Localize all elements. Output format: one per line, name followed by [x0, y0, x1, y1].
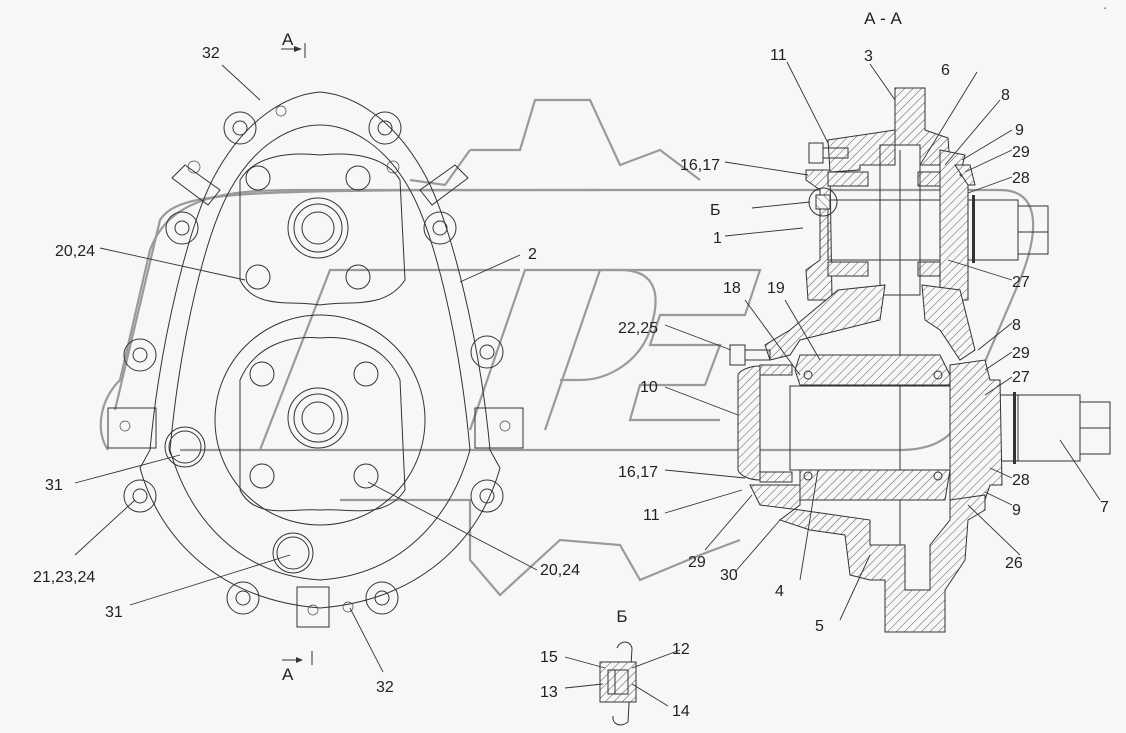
callout-4: 4: [775, 583, 784, 600]
callout-9: 9: [1012, 502, 1021, 519]
callout-11: 11: [770, 47, 787, 64]
callout-18: 18: [723, 280, 741, 297]
section-marker-top: А: [281, 30, 306, 58]
callout-16-17: 16,17: [618, 464, 658, 481]
detail-view: [599, 641, 637, 726]
callout-28: 28: [1012, 170, 1030, 187]
watermark: [99, 98, 1035, 597]
callout-30: 30: [720, 567, 738, 584]
callout-16-17: 16,17: [680, 157, 720, 174]
callout-14: 14: [672, 703, 690, 720]
section-marker-bottom: А: [282, 651, 313, 684]
callout-31: 31: [45, 477, 63, 494]
callout-20-24: 20,24: [55, 243, 95, 260]
callout-32: 32: [202, 45, 220, 62]
svg-text:А: А: [282, 665, 294, 684]
callout-20-24: 20,24: [540, 562, 580, 579]
callout-27: 27: [1012, 274, 1030, 291]
callout-29: 29: [688, 554, 706, 571]
callout-29: 29: [1012, 345, 1030, 362]
section-view: [729, 87, 1111, 633]
callout-32: 32: [376, 679, 394, 696]
callout-19: 19: [767, 280, 785, 297]
callout-29: 29: [1012, 144, 1030, 161]
plug-left: [164, 426, 206, 468]
callout-1: 1: [713, 230, 722, 247]
callout-8: 8: [1001, 87, 1010, 104]
front-view-labels: 32 20,24 2 31 21,23,24 31 20,24 32: [33, 45, 580, 696]
detail-title: Б: [616, 607, 627, 626]
callout-27: 27: [1012, 369, 1030, 386]
callout-8: 8: [1012, 317, 1021, 334]
callout-21-23-24: 21,23,24: [33, 569, 95, 586]
callout-6: 6: [941, 62, 950, 79]
callout-13: 13: [540, 684, 558, 701]
callout-10: 10: [640, 379, 658, 396]
callout-5: 5: [815, 618, 824, 635]
callout-3: 3: [864, 48, 873, 65]
plug-bottom: [272, 532, 314, 574]
callout-15: 15: [540, 649, 558, 666]
callout-b: Б: [710, 202, 721, 219]
detail-labels: 15 12 13 14: [540, 641, 690, 720]
callout-31: 31: [105, 604, 123, 621]
svg-text:А: А: [282, 30, 294, 49]
callout-12: 12: [672, 641, 690, 658]
callout-26: 26: [1005, 555, 1023, 572]
section-title: А - А: [864, 9, 902, 28]
lower-shaft-seal: [287, 387, 349, 449]
flange-bolts: [123, 111, 504, 615]
callout-7: 7: [1100, 499, 1109, 516]
cover-bolts: [245, 165, 379, 489]
callout-22-25: 22,25: [618, 320, 658, 337]
corner-mark: ▪: [1104, 6, 1106, 12]
callout-2: 2: [528, 246, 537, 263]
callout-28: 28: [1012, 472, 1030, 489]
upper-shaft-seal: [287, 197, 349, 259]
callout-9: 9: [1015, 122, 1024, 139]
callout-11: 11: [643, 507, 660, 524]
front-view: [107, 91, 524, 628]
section-labels: 11 3 6 8 9 29 28 16,17 Б 1 27 18 19 22,2…: [618, 47, 1109, 635]
leader-lines: [74, 61, 1101, 707]
